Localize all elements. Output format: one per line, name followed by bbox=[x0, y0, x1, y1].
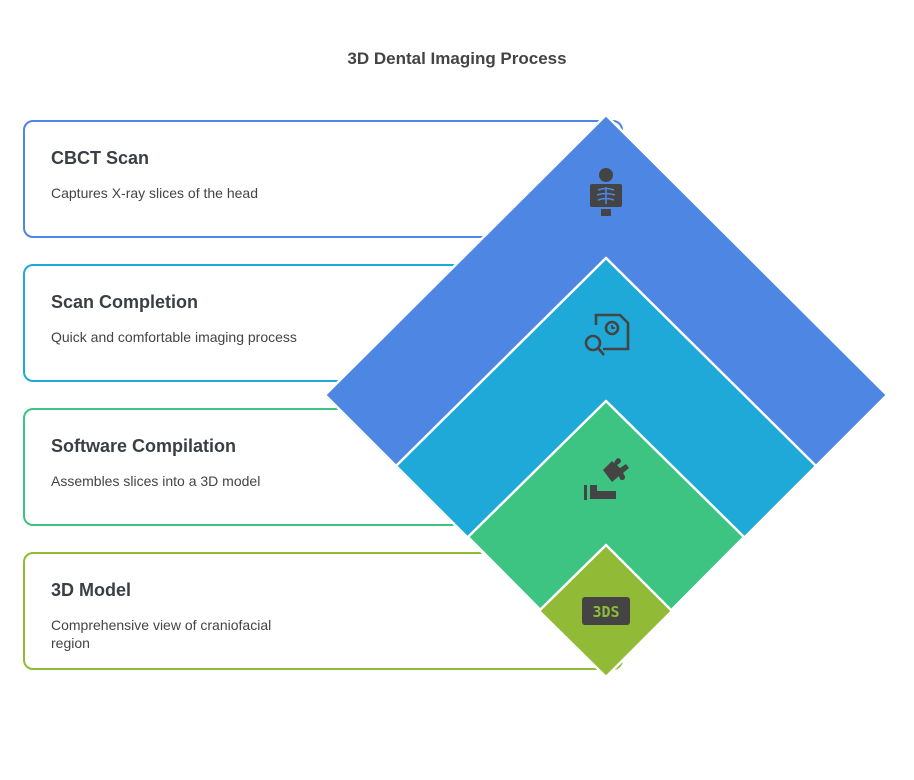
step-description: Comprehensive view of craniofacial regio… bbox=[51, 617, 272, 651]
step-description: Captures X-ray slices of the head bbox=[51, 185, 258, 201]
step-title: Software Compilation bbox=[51, 436, 237, 456]
step-description: Assembles slices into a 3D model bbox=[51, 473, 261, 489]
xray-icon bbox=[590, 168, 622, 216]
file-search-clock-icon bbox=[584, 313, 630, 356]
3ds-file-icon: 3DS bbox=[582, 597, 630, 625]
svg-text:3DS: 3DS bbox=[592, 603, 619, 621]
puzzle-hand-icon bbox=[584, 458, 629, 500]
step-description: Quick and comfortable imaging process bbox=[51, 329, 297, 345]
step-title: 3D Model bbox=[51, 580, 132, 600]
diagram-title: 3D Dental Imaging Process bbox=[347, 49, 567, 68]
step-title: Scan Completion bbox=[51, 292, 199, 312]
step-title: CBCT Scan bbox=[51, 148, 150, 168]
